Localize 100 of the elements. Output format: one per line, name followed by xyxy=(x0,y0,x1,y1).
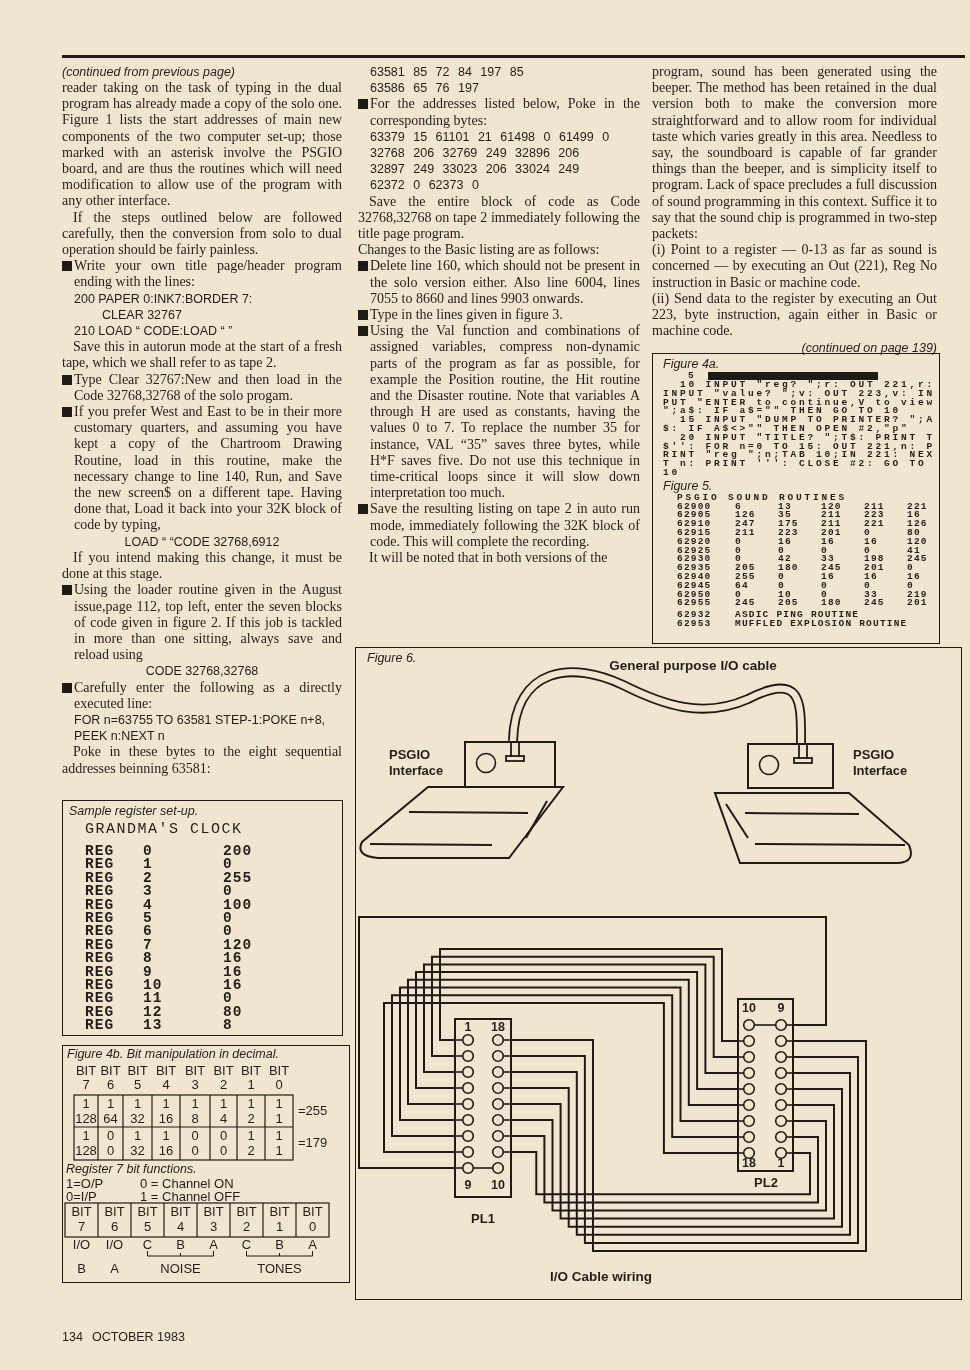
code-line: 63586 65 76 197 xyxy=(369,80,480,97)
table-cell-text: 62950 xyxy=(677,590,713,600)
table-cell-text: 245 xyxy=(864,599,886,609)
table-cell: 6 xyxy=(110,1220,119,1234)
table-cell: BIT xyxy=(240,1064,262,1078)
table-cell-text: 0 xyxy=(735,546,743,556)
table-cell-text: 255 xyxy=(735,572,757,582)
body-paragraph: Type Clear 32767:New and then load in the Code 32768,32768 of the solo progam. xyxy=(74,371,342,405)
table-cell-text: 62945 xyxy=(677,581,713,591)
body-paragraph: reader taking on the task of typing in the dual program has already made a copy of the solo one. Figure 1 lists the start addresses of main new components of the two computer set-up; those marked with an asterisk involve the PSGIO board, and are thus the routines which will need modification to allow use of the program with any other interface. xyxy=(62,80,342,210)
body-paragraph: Save this in autorun mode at the start of a fresh tape, which we shall refer to as tape 2. xyxy=(62,339,342,372)
table-cell: 1 xyxy=(106,1097,115,1111)
table-cell-text: 10 xyxy=(778,590,792,600)
body-paragraph: Using the Val function and combinations of assigned variables, compress non-dynamic parts of the program as far as possible, for example the Position routine, the Hit routine and the Disaster routine. Note that variables A through H are used as constants, having the values 0 to 7. To replace the number 35 for instance, VAL “35” saves three bytes, while H*F saves five. Do not use this technique in time-critical loops since it will slow down interpretation too much. xyxy=(370,323,640,502)
table-cell-text: 33 xyxy=(864,590,878,600)
table-cell-text: 9 xyxy=(143,965,153,980)
table-cell-text: 13 xyxy=(778,502,793,512)
table-cell-text: 16 xyxy=(223,952,244,966)
table-cell: BIT xyxy=(155,1064,177,1078)
table-cell: 2 xyxy=(247,1112,255,1126)
table-cell-text: 62940 xyxy=(677,572,713,582)
table-cell-text: 6 xyxy=(735,502,742,512)
table-cell-text: 6 xyxy=(143,925,154,939)
table-cell-text: 120 xyxy=(907,537,929,547)
table-cell-text: 245 xyxy=(907,555,929,565)
table-cell: BIT xyxy=(127,1064,148,1078)
table-cell: 128 xyxy=(75,1112,97,1126)
table-cell: 5 xyxy=(143,1220,152,1234)
table-cell-text: 4 xyxy=(143,898,154,913)
table-cell: 0 xyxy=(219,1129,228,1143)
table-cell: I/O xyxy=(72,1238,91,1252)
table-cell: B xyxy=(176,1238,185,1252)
table-cell-text: 120 xyxy=(223,938,254,953)
continuation-note: (continued on page 139) xyxy=(800,340,937,358)
wire xyxy=(439,948,738,1042)
table-cell-text: 0 xyxy=(735,590,742,600)
body-paragraph: Type in the lines given in figure 3. xyxy=(370,307,564,324)
body-paragraph: If the steps outlined below are followed carefully, then the conversion from solo to dual operation should be fairly painless. xyxy=(62,209,342,259)
table-cell-text: 211 xyxy=(864,502,886,512)
table-cell-text: 0 xyxy=(821,590,828,600)
wire xyxy=(358,916,827,1169)
page-number: 134 xyxy=(62,1330,83,1344)
table-cell-text: 80 xyxy=(907,528,922,538)
table-cell-text: 0 xyxy=(864,546,871,556)
table-cell: 0 xyxy=(219,1144,228,1158)
wire xyxy=(511,1135,819,1204)
table-title: PSGIO SOUND ROUTINES xyxy=(676,493,849,503)
table-cell: 1 xyxy=(219,1097,228,1111)
table-cell: 0 xyxy=(106,1144,115,1158)
pin-number: 9 xyxy=(464,1179,472,1192)
pin-number: 1 xyxy=(464,1021,472,1034)
table-cell-text: 221 xyxy=(864,520,886,529)
wire xyxy=(511,1087,843,1228)
table-cell: 1 = Channel OFF xyxy=(140,1190,241,1204)
table-cell-text: 223 xyxy=(778,528,800,538)
table-cell-text: 126 xyxy=(735,511,757,521)
table-cell: BIT xyxy=(104,1205,125,1219)
table-cell: 1 xyxy=(162,1129,170,1143)
table-cell-text: 16 xyxy=(864,572,879,582)
body-paragraph: If you intend making this change, it must be done at this stage. xyxy=(62,549,342,583)
figure-caption: Figure 4b. Bit manipulation in decimal. xyxy=(67,1047,279,1061)
figure-caption: Figure 6. xyxy=(367,651,417,665)
table-cell: 0 xyxy=(308,1220,317,1234)
code-line: CODE 32768,32768 xyxy=(144,663,260,680)
table-cell-text: 0 xyxy=(864,528,872,538)
table-cell: 4 xyxy=(176,1220,185,1234)
plug-label: PL1 xyxy=(471,1212,495,1226)
table-cell: A xyxy=(308,1238,317,1252)
figure-caption: Register 7 bit functions. xyxy=(66,1162,197,1176)
table-cell: C xyxy=(241,1238,252,1252)
code-line: LOAD “ “CODE 32768,6912 xyxy=(123,533,281,550)
table-cell: 1 xyxy=(162,1097,170,1111)
pin-number: 10 xyxy=(742,1002,756,1015)
table-cell-text: 223 xyxy=(864,511,886,521)
table-cell-text: 211 xyxy=(821,511,843,521)
table-cell-text: 245 xyxy=(735,599,757,609)
table-cell: 0=I/P xyxy=(66,1190,97,1204)
node-label: PSGIO Interface xyxy=(853,747,909,779)
table-cell-text: 16 xyxy=(864,537,879,547)
table-cell: 1=O/P xyxy=(66,1177,104,1191)
wire xyxy=(511,1151,811,1196)
table-cell-text: 205 xyxy=(778,599,800,609)
table-cell: 0 xyxy=(191,1144,199,1158)
table-cell-text: 62920 xyxy=(677,537,713,547)
table-cell-text: 201 xyxy=(864,564,886,573)
table-cell-text: 62925 xyxy=(677,546,713,556)
table-cell-text: 201 xyxy=(907,599,929,609)
table-cell-text: 62910 xyxy=(677,520,713,529)
table-cell-text: 62900 xyxy=(677,502,713,512)
code-line: 5 xyxy=(688,372,697,381)
pin-number: 18 xyxy=(491,1021,505,1034)
table-cell: 128 xyxy=(75,1144,97,1158)
table-cell-text: ASDIC PING ROUTINE xyxy=(735,611,860,620)
code-line: 200 PAPER 0:INK7:BORDER 7: xyxy=(73,290,254,307)
table-cell-text: 0 xyxy=(735,537,743,547)
table-cell-text: 180 xyxy=(778,564,800,573)
code-line: 15 INPUT "DUMP TO PRINTER? ";A$: IF A$<>"" THEN OPEN #2,"p" xyxy=(663,416,936,434)
table-cell-text: REG xyxy=(85,952,116,966)
table-cell-text: 16 xyxy=(821,572,836,582)
table-cell-text: 62935 xyxy=(677,564,713,573)
